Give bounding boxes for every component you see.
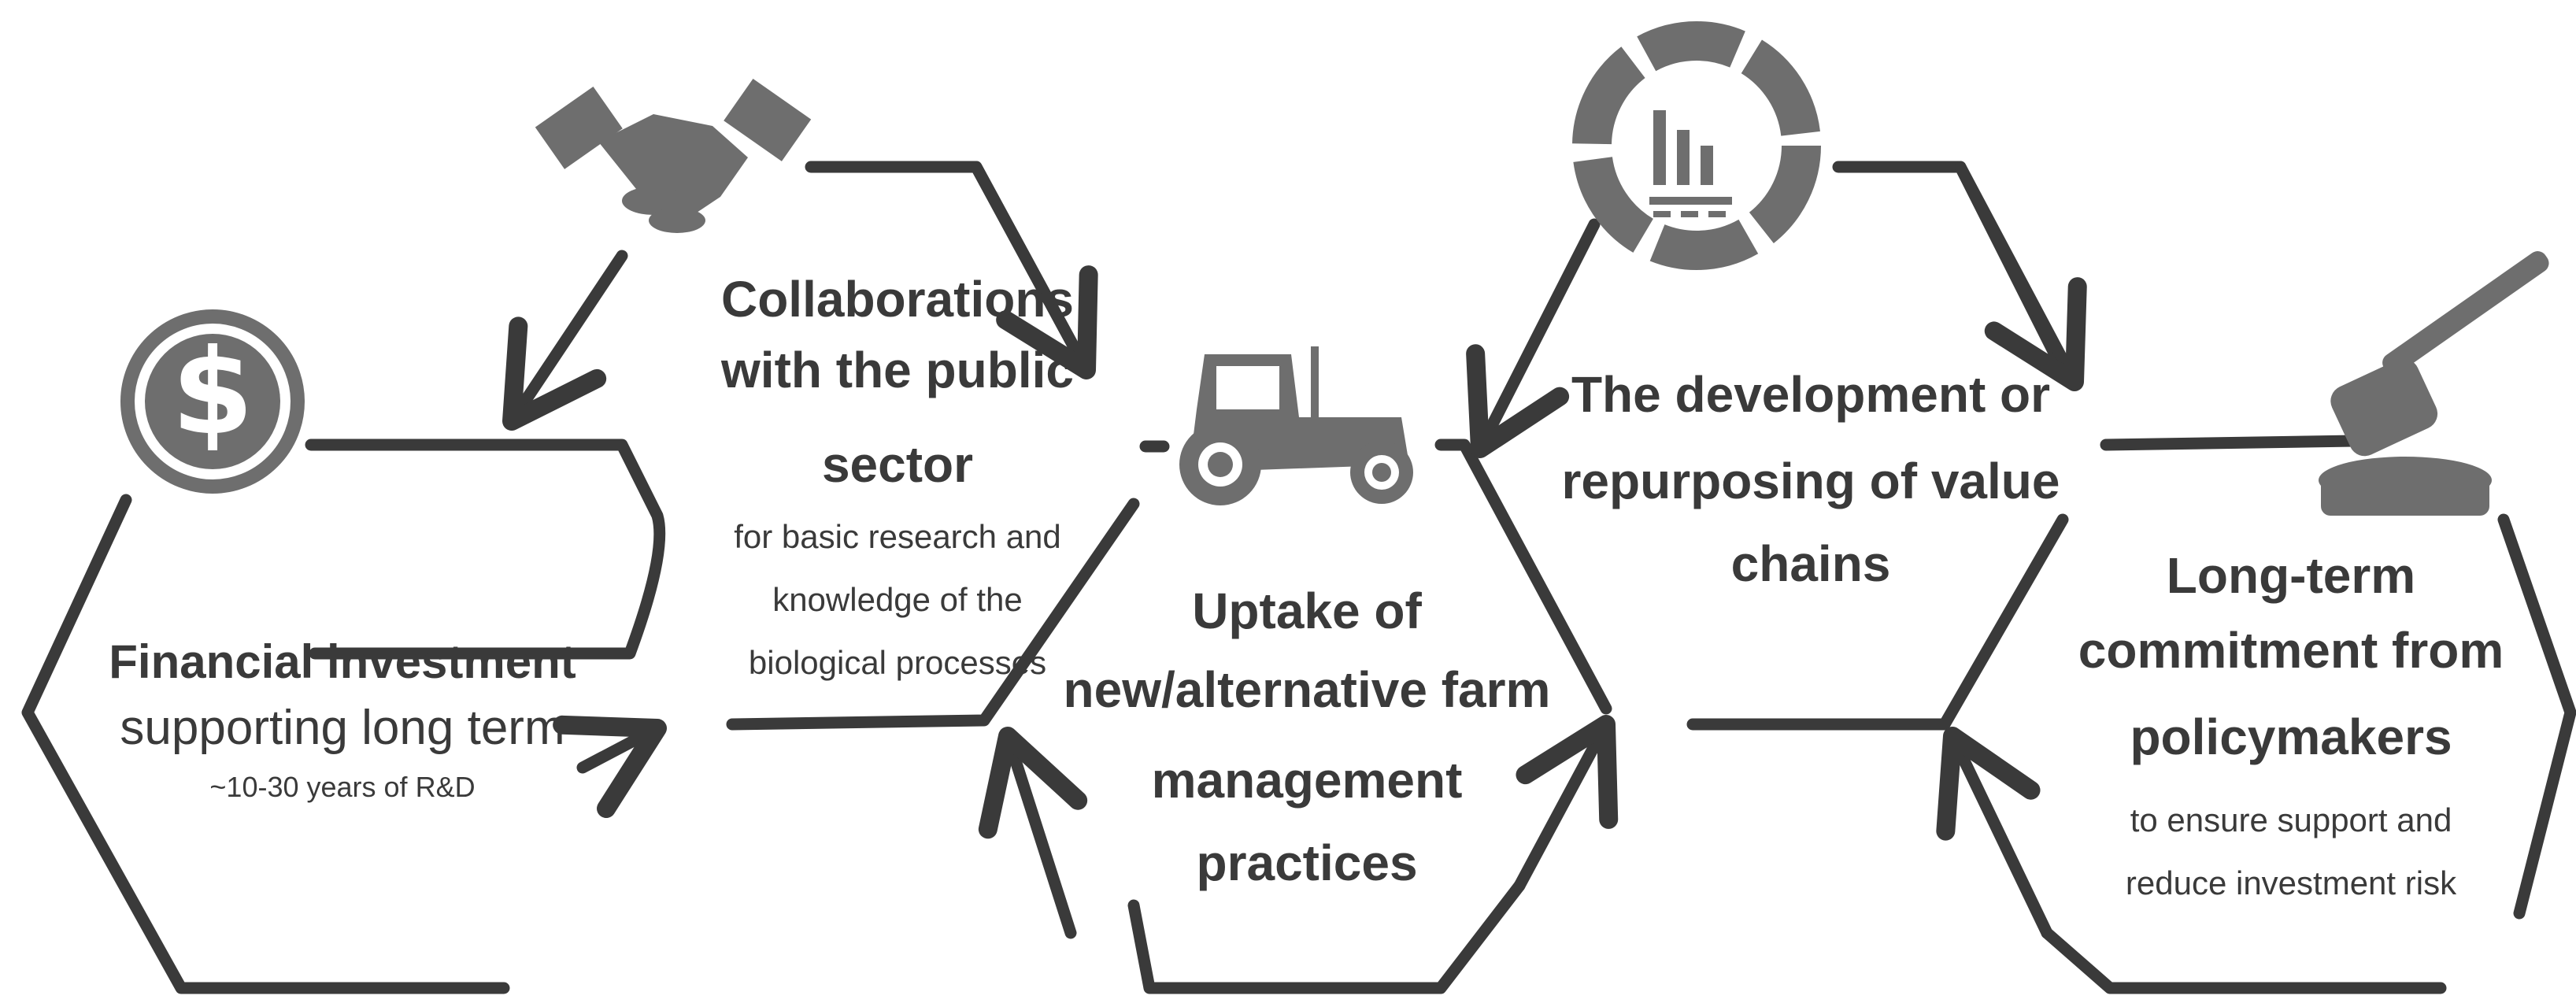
policy-title-line-1: Long-term <box>2166 547 2416 604</box>
policy-detail-line-2: reduce investment risk <box>2125 864 2457 901</box>
value-chains-title-line-1: The development or <box>1571 366 2051 423</box>
handshake-icon <box>535 78 812 233</box>
hexagon-uptake-dash-right <box>1434 439 1612 715</box>
financial-detail: ~10-30 years of R&D <box>209 771 476 803</box>
tractor-icon <box>1179 346 1413 505</box>
hexagon-financial <box>305 439 666 660</box>
collaborations-detail-line-3: biological processes <box>748 644 1047 681</box>
uptake-title-line-1: Uptake of <box>1192 583 1422 639</box>
policy-title-line-2: commitment from <box>2078 622 2504 679</box>
financial-title: Financial investment <box>109 635 576 688</box>
collaborations-title-line-3: sector <box>821 436 974 493</box>
arrow-to-uptake-left <box>970 161 1098 379</box>
hexagon-policy-top <box>2100 435 2360 451</box>
arrow-to-policy-top <box>1954 161 2087 391</box>
hexagon-financial-left <box>21 494 510 994</box>
dollar-coin-icon: $ <box>120 309 305 494</box>
arrow-to-financial <box>502 250 628 431</box>
cycle-chart-icon <box>1572 21 1821 270</box>
hexagon-value-top <box>1832 161 2069 376</box>
collaborations-detail-line-1: for basic research and <box>734 518 1061 555</box>
uptake-title-line-4: practices <box>1196 835 1418 891</box>
financial-subtitle: supporting long term <box>120 701 565 755</box>
policy-title-line-3: policymakers <box>2130 709 2452 765</box>
arrow-up-right <box>1513 715 1619 892</box>
collaborations-title-line-1: Collaborations <box>720 271 1075 328</box>
collaborations-title-line-2: with the public <box>721 342 1074 398</box>
value-chains-title-line-2: repurposing of value <box>1561 453 2060 509</box>
value-chains-title-line-3: chains <box>1730 535 1891 592</box>
hexagon-uptake-bottom <box>1127 879 1526 994</box>
arrow-from-value-to-uptake <box>1466 218 1601 458</box>
arrow-to-policy-bottom <box>1936 727 2053 939</box>
uptake-title-line-2: new/alternative farm <box>1063 661 1551 718</box>
hexagon-policy-right <box>2497 513 2576 920</box>
collaborations-detail-line-2: knowledge of the <box>772 581 1023 618</box>
hexagon-value-bottom <box>1686 513 2069 731</box>
gavel-icon <box>2319 251 2549 516</box>
svg-text:$: $ <box>172 324 254 461</box>
arrow-to-collab <box>553 715 667 818</box>
uptake-title-line-3: management <box>1151 752 1463 809</box>
hexagon-policy-bottom <box>2041 927 2447 994</box>
policy-detail-line-1: to ensure support and <box>2130 801 2452 838</box>
arrow-up-left <box>978 726 1088 939</box>
hexagon-collaborations-right <box>726 498 1140 731</box>
